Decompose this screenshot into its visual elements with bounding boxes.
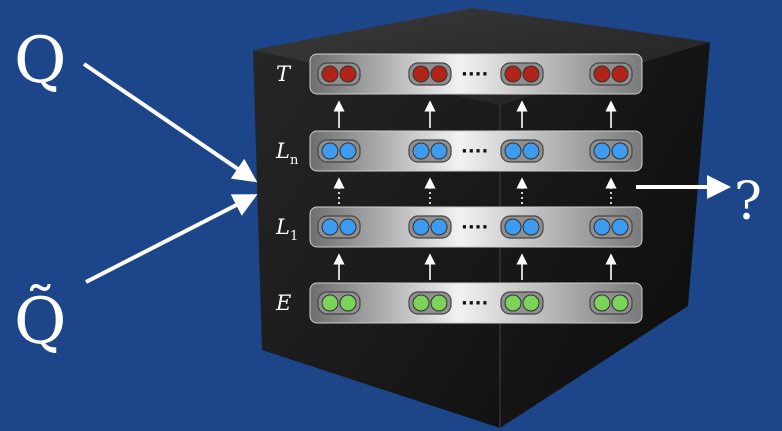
neuron bbox=[321, 65, 339, 83]
neuron bbox=[339, 218, 357, 236]
query-input-arrow bbox=[82, 62, 258, 183]
neuron-pair bbox=[408, 291, 452, 315]
neuron bbox=[593, 294, 611, 312]
neuron-pair bbox=[408, 139, 452, 163]
neuron bbox=[430, 142, 448, 160]
neuron bbox=[504, 218, 522, 236]
neuron-pair bbox=[408, 215, 452, 239]
neuron bbox=[611, 294, 629, 312]
neuron-pair bbox=[500, 291, 544, 315]
neuron bbox=[430, 65, 448, 83]
layer-t: T ···· bbox=[276, 53, 643, 95]
neuron-pair bbox=[589, 139, 633, 163]
layer-label: T bbox=[276, 62, 292, 86]
neuron bbox=[593, 65, 611, 83]
ellipsis: ···· bbox=[461, 217, 488, 238]
neuron-pair bbox=[500, 139, 544, 163]
neuron bbox=[430, 294, 448, 312]
neuron bbox=[611, 142, 629, 160]
neuron bbox=[412, 65, 430, 83]
layer-bar bbox=[309, 206, 643, 248]
layer-label: L1 bbox=[275, 215, 298, 244]
neuron-pair bbox=[317, 215, 361, 239]
neuron bbox=[339, 142, 357, 160]
layer-label-main: E bbox=[275, 291, 291, 315]
layer-bar bbox=[309, 53, 643, 95]
ellipsis: ···· bbox=[461, 141, 488, 162]
neuron bbox=[412, 218, 430, 236]
neuron bbox=[321, 218, 339, 236]
neuron bbox=[321, 142, 339, 160]
neuron bbox=[522, 65, 540, 83]
layer-bar bbox=[309, 282, 643, 324]
neuron-pair bbox=[317, 291, 361, 315]
layer-stack: T····Ln····L1····E···· bbox=[275, 53, 643, 324]
neuron-pair bbox=[589, 291, 633, 315]
neuron-pair bbox=[317, 62, 361, 86]
neuron bbox=[504, 65, 522, 83]
ellipsis: ···· bbox=[461, 293, 488, 314]
layer-ln: Ln ···· bbox=[275, 130, 643, 172]
neuron bbox=[339, 65, 357, 83]
layer-l1: L1 ···· bbox=[275, 206, 643, 248]
neuron bbox=[321, 294, 339, 312]
query-symbol: Q bbox=[14, 24, 66, 98]
layer-label: E bbox=[275, 291, 291, 315]
layer-label-main: L bbox=[275, 139, 290, 163]
layer-e: E ···· bbox=[275, 282, 643, 324]
ellipsis: ···· bbox=[461, 64, 488, 85]
neuron bbox=[412, 294, 430, 312]
neuron bbox=[522, 142, 540, 160]
neuron-pair bbox=[589, 215, 633, 239]
neuron bbox=[593, 142, 611, 160]
neuron-pair bbox=[500, 215, 544, 239]
layer-label-subscript: n bbox=[290, 153, 299, 168]
neuron-pair bbox=[408, 62, 452, 86]
neuron-pair bbox=[317, 139, 361, 163]
neuron bbox=[611, 218, 629, 236]
output-symbol: ? bbox=[734, 172, 762, 232]
neuron bbox=[339, 294, 357, 312]
neuron bbox=[504, 294, 522, 312]
layer-label-main: L bbox=[275, 215, 290, 239]
neuron bbox=[522, 294, 540, 312]
layer-bar bbox=[309, 130, 643, 172]
layer-label: Ln bbox=[275, 139, 299, 168]
query-tilde-symbol: Q̃ bbox=[14, 284, 66, 359]
layer-label-main: T bbox=[276, 62, 292, 86]
neuron bbox=[522, 218, 540, 236]
query-tilde-input-arrow bbox=[85, 194, 258, 284]
neuron bbox=[412, 142, 430, 160]
neuron bbox=[593, 218, 611, 236]
neuron-pair bbox=[589, 62, 633, 86]
layer-label-subscript: 1 bbox=[290, 229, 298, 244]
neuron bbox=[504, 142, 522, 160]
neuron bbox=[430, 218, 448, 236]
neuron-pair bbox=[500, 62, 544, 86]
neuron bbox=[611, 65, 629, 83]
